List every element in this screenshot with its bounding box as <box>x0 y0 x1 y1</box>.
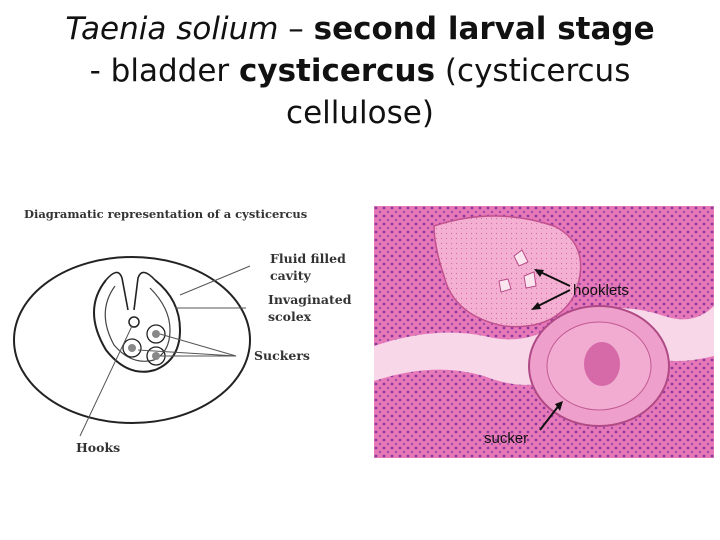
label-hooklets: hooklets <box>573 282 629 299</box>
title-species: Taenia solium <box>65 11 279 47</box>
label-invag-1: Invaginated <box>268 292 352 307</box>
micrograph-svg: hooklets sucker <box>374 206 714 458</box>
cysticercus-diagram: Diagramatic representation of a cysticer… <box>10 200 365 465</box>
histology-micrograph: hooklets sucker <box>374 206 714 458</box>
label-suckers: Suckers <box>254 348 310 363</box>
sucker-shape <box>128 344 136 352</box>
arrowhead <box>534 269 544 277</box>
label-sucker: sucker <box>484 430 528 447</box>
title-bladder: - bladder <box>89 53 239 89</box>
title-cysticercus: cysticercus <box>239 53 436 89</box>
arrow-sucker <box>539 403 561 431</box>
leader-line <box>159 333 237 357</box>
hooklet-shape <box>523 271 537 289</box>
label-invag-2: scolex <box>268 309 312 324</box>
sucker-shape <box>152 352 160 360</box>
hooklet-shape <box>498 278 512 293</box>
sucker-shape <box>146 324 166 344</box>
arrowhead <box>531 302 541 310</box>
leader-line <box>179 265 251 296</box>
label-fluid-2: cavity <box>270 268 311 283</box>
neck-canal-right <box>133 271 156 311</box>
sucker-shape <box>122 338 142 358</box>
leader-line <box>137 349 237 357</box>
leader-line <box>79 325 133 437</box>
title-stage: second larval stage <box>313 11 655 47</box>
sucker-cavity <box>584 342 620 386</box>
neck-canal-left <box>105 271 129 311</box>
scolex-section <box>433 215 582 328</box>
title-dash: – <box>278 11 314 47</box>
label-hooks: Hooks <box>76 440 120 455</box>
scolex-sac-inner <box>104 285 171 362</box>
arrow-hooklets-2 <box>533 289 571 309</box>
hooklet-shape <box>513 249 529 267</box>
diagram-heading: Diagramatic representation of a cysticer… <box>24 207 307 221</box>
label-fluid-1: Fluid filled <box>270 251 346 266</box>
sucker-shape <box>152 330 160 338</box>
arrowhead <box>555 401 563 411</box>
scolex-sac-outer <box>93 279 182 373</box>
hooks-shape <box>128 316 140 328</box>
bladder-wall <box>13 256 251 424</box>
title-cellulose: (cysticercus cellulose) <box>286 53 631 131</box>
diagram-svg: Diagramatic representation of a cysticer… <box>13 207 352 455</box>
slide-title: Taenia solium – second larval stage - bl… <box>20 8 700 134</box>
